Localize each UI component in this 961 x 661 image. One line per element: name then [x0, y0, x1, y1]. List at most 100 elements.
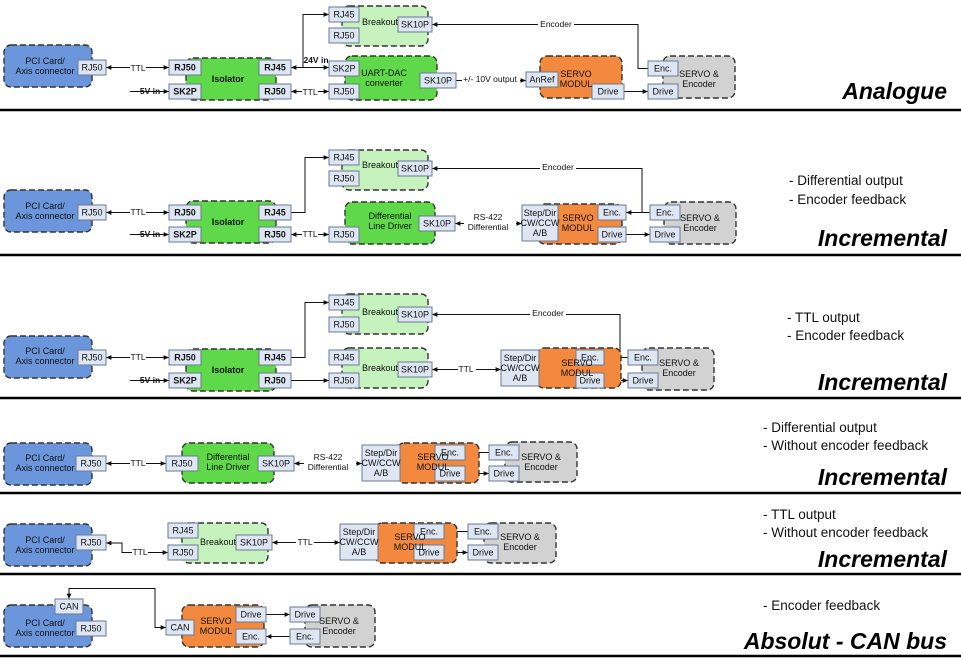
port-rj50 — [328, 83, 360, 100]
block-label: Encoder — [682, 79, 716, 89]
block-label: Axis connector — [15, 545, 74, 555]
port-rj45 — [167, 522, 199, 539]
block-label: SERVO & — [319, 616, 359, 626]
section-note: - Without encoder feedback — [763, 438, 928, 453]
port-label: RJ45 — [172, 526, 193, 536]
port-rj45 — [328, 294, 360, 311]
section-note: - TTL output — [787, 310, 860, 325]
label-background — [464, 211, 516, 233]
block-label: SERVO — [394, 532, 425, 542]
port-label: Enc. — [654, 64, 672, 74]
port-rj50 — [77, 204, 107, 221]
block-servo-encoder — [504, 441, 578, 483]
port-sk2p — [328, 60, 360, 77]
label-background — [296, 537, 314, 547]
port-drive — [488, 465, 520, 482]
block-label: SERVO & — [500, 532, 540, 542]
connection-line — [291, 300, 329, 358]
port-label: RJ50 — [333, 174, 354, 184]
label-background — [132, 547, 148, 557]
connection-label: TTL — [130, 352, 145, 362]
connection-label: RS-422 — [474, 212, 503, 222]
block-label: Breakout — [362, 160, 399, 170]
connection-label: TTL — [130, 63, 145, 73]
connection-label: Differential — [308, 462, 349, 472]
port-label: RJ50 — [80, 459, 101, 469]
block-label: converter — [365, 78, 403, 88]
port-enc — [289, 628, 321, 645]
block-pci — [3, 442, 93, 486]
block-servo-encoder — [304, 604, 376, 648]
port-label: Step/Dir — [365, 448, 398, 458]
port-drive — [627, 372, 659, 389]
label-background — [130, 207, 146, 217]
label-background — [304, 451, 356, 473]
port-rj50b — [258, 372, 292, 389]
port-label: RJ45 — [264, 353, 286, 363]
port-enc — [467, 523, 499, 540]
label-background — [302, 229, 318, 239]
port-label: RJ50 — [80, 624, 101, 634]
block-servo-encoder — [662, 55, 736, 99]
port-label: Step/Dir — [524, 208, 557, 218]
connection-line — [66, 588, 166, 630]
port-rj50 — [75, 455, 107, 472]
port-label: RJ50 — [171, 459, 192, 469]
port-enc — [647, 60, 679, 77]
connection-line — [432, 166, 643, 213]
port-label: Drive — [632, 376, 653, 386]
port-label: CW/CCW — [501, 363, 540, 373]
block-label: MODUL — [560, 79, 593, 89]
block-label: Breakout — [200, 537, 237, 547]
port-label: RJ50 — [333, 230, 354, 240]
block-label: Axis connector — [15, 356, 74, 366]
port-label: RJ45 — [333, 353, 354, 363]
port-label: Enc. — [420, 527, 438, 537]
port-label: Enc. — [242, 632, 260, 642]
port-label: RJ50 — [174, 353, 196, 363]
port-label: A/B — [374, 468, 389, 478]
section-note: - Encoder feedback — [763, 598, 880, 613]
port-label: A/B — [533, 228, 548, 238]
block-label: Isolator — [212, 365, 245, 375]
port-label: RJ50 — [80, 538, 101, 548]
port-rj50 — [77, 349, 107, 366]
section-title: Incremental — [818, 546, 948, 572]
port-rj50 — [75, 620, 107, 637]
port-rj45 — [258, 349, 292, 366]
port-rj45 — [328, 349, 360, 366]
port-label: SK2P — [173, 376, 197, 386]
port-label: CAN — [59, 602, 78, 612]
block-label: PCI Card/ — [25, 201, 65, 211]
label-background — [538, 19, 574, 29]
port-label: RJ45 — [264, 208, 286, 218]
connection-label: +/- 10V output — [463, 74, 517, 84]
port-label: SK10P — [262, 459, 290, 469]
block-label: PCI Card/ — [25, 346, 65, 356]
port-enc — [597, 204, 627, 221]
block-pci — [3, 523, 93, 567]
block-isolator — [185, 57, 277, 101]
port-enc — [575, 349, 605, 366]
port-label: RJ50 — [81, 63, 102, 73]
port-label: RJ50 — [264, 87, 286, 97]
section-note: - Differential output — [789, 173, 903, 188]
port-rj50 — [328, 372, 360, 389]
block-pci — [3, 604, 93, 648]
port-drive — [289, 606, 321, 623]
port-rj50 — [77, 59, 107, 76]
block-label: SERVO & — [680, 213, 720, 223]
port-rj50a — [168, 204, 202, 221]
port-label: SK10P — [401, 365, 429, 375]
connection-label: Differential — [468, 222, 509, 232]
block-label: Breakout — [362, 307, 399, 317]
port-label: CAN — [170, 623, 189, 633]
block-label: Differential — [369, 211, 412, 221]
block-label: MODUL — [562, 223, 595, 233]
port-drive — [413, 544, 445, 561]
block-label: Axis connector — [15, 463, 74, 473]
port-rj50 — [165, 455, 199, 472]
block-label: PCI Card/ — [25, 56, 65, 66]
block-label: UART-DAC — [361, 68, 407, 78]
block-label: SERVO — [560, 69, 591, 79]
